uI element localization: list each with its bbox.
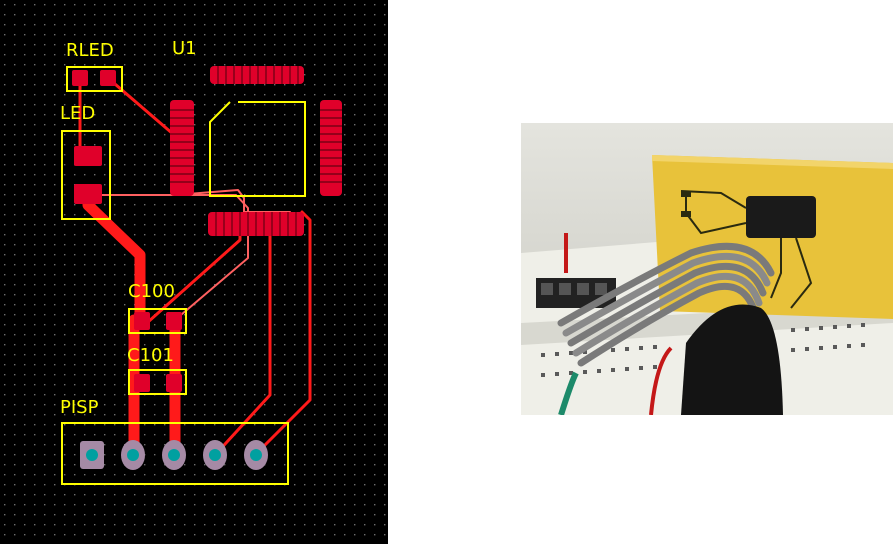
label-pisp: PISP — [60, 397, 99, 418]
ribbon-cable — [557, 242, 775, 367]
red-wire-bottom — [649, 346, 673, 415]
c100-outline — [128, 308, 187, 334]
c101-outline — [128, 369, 187, 395]
u1-right-pad-strip — [320, 100, 342, 196]
label-c101: C101 — [127, 345, 174, 366]
smd-pads — [72, 70, 182, 392]
pisp-pads — [80, 440, 268, 470]
pisp-outline — [61, 422, 289, 485]
yellow-pcb — [652, 155, 893, 319]
grid-dots — [0, 0, 388, 544]
c100-pad-2 — [166, 312, 182, 330]
led-pad-2 — [74, 184, 102, 204]
c101-pad-2 — [166, 374, 182, 392]
pisp-hole-5 — [250, 449, 262, 461]
pisp-hole-3 — [168, 449, 180, 461]
led-outline — [61, 130, 111, 220]
pisp-hole-2 — [127, 449, 139, 461]
label-led: LED — [60, 103, 95, 124]
c100-pad-1 — [134, 312, 150, 330]
trace-pisp-4 — [213, 223, 272, 457]
board-photo — [521, 123, 893, 415]
rled-outline — [66, 66, 123, 92]
pin-header — [536, 278, 616, 308]
label-c100: C100 — [128, 281, 175, 302]
chip-photo — [746, 196, 816, 238]
label-u1: U1 — [172, 38, 197, 59]
pcb-layout-view: RLED U1 LED C100 C101 PISP — [0, 0, 388, 544]
green-jumper-wire — [558, 371, 579, 415]
u1-outline — [209, 101, 306, 197]
silkscreen-outlines — [61, 66, 306, 485]
rled-pad-2 — [100, 70, 116, 86]
led-pad-1 — [74, 146, 102, 166]
pisp-hole-1 — [86, 449, 98, 461]
u1-pin-separators — [170, 66, 342, 236]
black-connector — [681, 304, 783, 415]
trace-rled-u1 — [106, 76, 182, 142]
c101-pad-1 — [134, 374, 150, 392]
pcb-canvas: RLED U1 LED C100 C101 PISP — [0, 0, 388, 544]
rled-pad-1 — [72, 70, 88, 86]
trace-pisp-5 — [253, 210, 312, 457]
label-rled: RLED — [66, 40, 114, 61]
u1-left-pad-strip — [170, 100, 194, 196]
pisp-hole-4 — [209, 449, 221, 461]
photo-illustration — [521, 123, 893, 415]
